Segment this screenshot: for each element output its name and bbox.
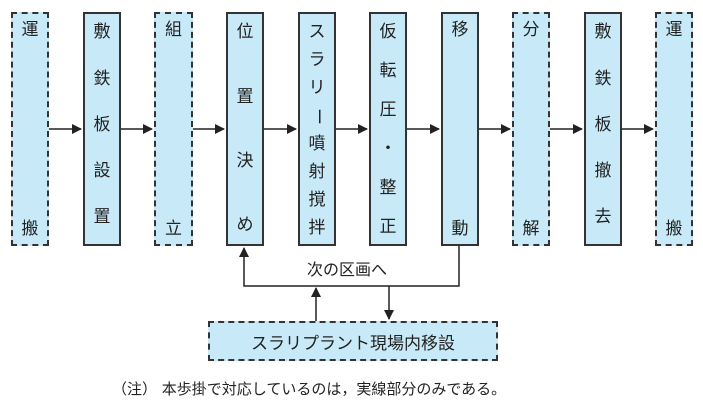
step-label: 組 立 — [165, 20, 182, 239]
step-steel-plate-removal: 敷 鉄 板 撤 去 — [584, 12, 622, 246]
step-steel-plate-install: 敷 鉄 板 設 置 — [83, 12, 121, 246]
loop-label: 次の区画へ — [307, 260, 388, 279]
step-label: 敷 鉄 板 撤 去 — [594, 22, 612, 227]
step-label: ス ラ リ ー 噴 射 撹 拌 — [307, 22, 328, 238]
step-label: 敷 鉄 板 設 置 — [93, 22, 111, 227]
step-positioning: 位 置 決 め — [226, 12, 264, 246]
loop-line — [239, 246, 460, 287]
step-label: 分 解 — [522, 20, 540, 239]
step-label: 仮 転 圧 ・ 整 正 — [379, 22, 397, 237]
step-label: 移 動 — [451, 20, 469, 239]
step-label: 運 搬 — [21, 20, 39, 239]
step-slurry-injection-mixing: ス ラ リ ー 噴 射 撹 拌 — [298, 12, 336, 246]
step-temporary-compaction-leveling: 仮 転 圧 ・ 整 正 — [369, 12, 407, 246]
footnote: （注） 本歩掛で対応しているのは，実線部分のみである。 — [112, 380, 507, 398]
step-disassembly: 分 解 — [512, 12, 550, 246]
step-assembly: 組 立 — [154, 12, 193, 246]
step-label: 位 置 決 め — [236, 22, 254, 235]
step-move: 移 動 — [441, 12, 479, 246]
plant-relocation-box: スラリプラント現場内移設 — [208, 321, 498, 361]
step-label: 運 搬 — [665, 20, 683, 239]
step-transport-out: 運 搬 — [655, 12, 693, 246]
plant-relocation-label: スラリプラント現場内移設 — [251, 333, 455, 354]
step-transport-in: 運 搬 — [11, 12, 49, 246]
